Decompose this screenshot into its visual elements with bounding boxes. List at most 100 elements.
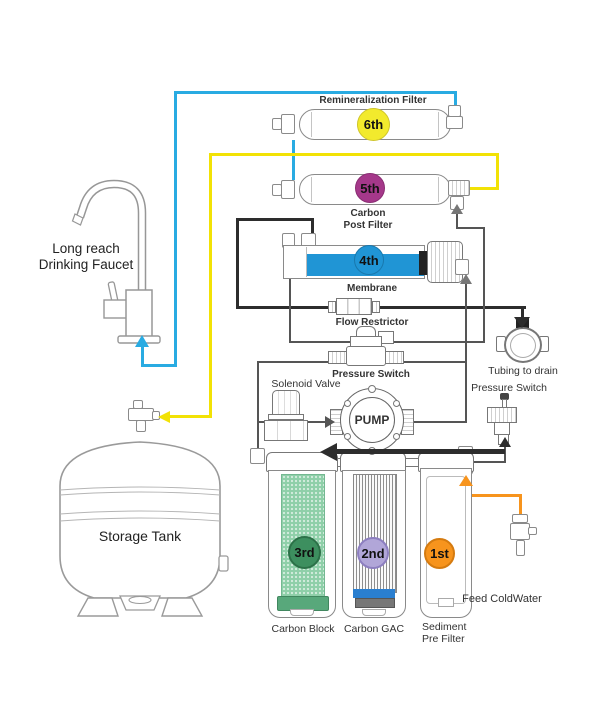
sediment-pre-filter-label: Sediment Pre Filter [422, 621, 494, 645]
membrane-oring [419, 251, 428, 275]
tube-product-top [174, 91, 457, 94]
stage-badge-6th: 6th [357, 108, 390, 141]
right-pressure-switch-label: Pressure Switch [471, 382, 547, 394]
stage-badge-2nd: 2nd [357, 537, 389, 569]
remineralization-filter-label: Remineralization Filter [319, 95, 427, 106]
pump-bolt-sw [344, 433, 351, 440]
carbon-gac-base [355, 598, 395, 608]
solenoid-coil [272, 390, 300, 416]
feed-valve-stem [516, 540, 525, 556]
flow-restrictor-label: Flow Restrictor [335, 317, 409, 328]
tube-tank-riser [209, 153, 212, 418]
flow-direction-arrow-head [320, 443, 337, 461]
sediment-label-line1: Sediment [422, 621, 467, 633]
pump-body: PUMP [349, 397, 395, 443]
remin-fitting-right [446, 116, 463, 129]
tube-tank-to-postfilter [466, 187, 499, 190]
tubing-to-drain-label: Tubing to drain [488, 365, 558, 377]
tube-product-left-drop [174, 91, 177, 367]
arrow-to-drain [514, 317, 530, 328]
faucet-label-line1: Long reach [52, 241, 120, 256]
tube-tank-horiz [170, 415, 212, 418]
stage-badge-5th: 5th [355, 173, 385, 203]
housing-foot-2nd [362, 609, 386, 616]
sediment-label-line2: Pre Filter [422, 632, 465, 645]
pump-bolt-se [393, 433, 400, 440]
arrow-to-faucet [135, 335, 149, 347]
carbon-gac-label: Carbon GAC [343, 623, 405, 635]
tube-tank-right-drop [496, 153, 499, 190]
faucet-label-line2: Drinking Faucet [38, 257, 134, 272]
flow-direction-arrow-shaft [337, 449, 505, 454]
post-fitting-left-a [281, 180, 295, 199]
tube-flow-restrictor-line [236, 306, 526, 309]
solenoid-valve-label: Solenoid Valve [271, 378, 341, 390]
flow-restrictor-cap-left [328, 301, 336, 313]
mid-ps-body [346, 346, 386, 366]
sediment-base-detail [438, 598, 454, 607]
storage-tank-label: Storage Tank [98, 528, 182, 544]
tube-post-to-remin [292, 140, 295, 180]
arrow-to-membrane [460, 274, 472, 284]
post-fitting-left-b [272, 184, 282, 196]
tube-feed-run [464, 494, 522, 497]
tube-conc-left [236, 218, 239, 309]
remin-fitting-left-b [272, 118, 282, 130]
housing-left-elbow [250, 448, 265, 464]
drain-saddle-inner [510, 333, 536, 358]
stage-badge-3rd: 3rd [288, 536, 321, 569]
stage-badge-1st: 1st [424, 538, 455, 569]
flow-restrictor-cap-right [372, 301, 380, 313]
membrane-cap-seam [306, 247, 307, 277]
tube-product-drop-right [454, 91, 457, 111]
arrow-feed-in [459, 475, 473, 486]
post-fitting-right [448, 180, 470, 196]
drinking-faucet [71, 179, 161, 344]
solenoid-body [264, 420, 308, 441]
tube-feed-riser [519, 494, 522, 517]
tube-tank-top [209, 153, 499, 156]
arrow-to-right-ps [499, 437, 511, 447]
membrane-label: Membrane [346, 283, 397, 294]
pump-bolt-ne [393, 400, 400, 407]
faucet-label: Long reach Drinking Faucet [22, 241, 150, 273]
solenoid-lip [268, 414, 304, 420]
tube-product-bottom [141, 364, 177, 367]
right-ps-nub [500, 393, 509, 400]
arrow-to-pump [325, 416, 335, 428]
carbon-gac-cartridge [353, 474, 397, 593]
tube-product-to-faucet [141, 346, 144, 367]
carbon-block-label: Carbon Block [271, 623, 335, 635]
carbon-gac-blue-band [353, 589, 395, 598]
carbon-post-label-line1: Carbon [350, 208, 386, 219]
tube-pump-out [401, 421, 466, 423]
flow-restrictor-body [336, 298, 372, 315]
tube-conc-elbow-drop [311, 218, 314, 240]
carbon-post-filter-label: Carbon Post Filter [318, 208, 418, 231]
tube-permeate-riser [483, 228, 485, 343]
storage-tank [59, 441, 229, 617]
pump-bolt-nw [344, 400, 351, 407]
tube-right-ps-drop [504, 447, 506, 463]
pump-bolt-top [368, 385, 376, 393]
remin-fitting-left-a [281, 114, 295, 134]
stage-badge-4th: 4th [354, 245, 384, 275]
tube-into-postfilter [456, 214, 458, 229]
tube-membrane-feed-riser [465, 284, 467, 423]
membrane-feed-elbow [455, 259, 469, 275]
tube-drain-drop [521, 306, 524, 318]
right-ps-block [487, 407, 517, 423]
mid-ps-fitting-left [328, 351, 347, 364]
tube-permeate-drop [289, 249, 291, 343]
arrow-to-postfilter [451, 204, 463, 214]
tube-conc-top [236, 218, 314, 221]
housing-cap-2nd [340, 452, 406, 472]
feed-valve-handle [528, 527, 537, 535]
feed-valve-body [510, 523, 530, 540]
carbon-post-label-line2: Post Filter [343, 219, 393, 231]
mid-pressure-switch-label: Pressure Switch [332, 369, 410, 380]
feed-coldwater-label: Feed ColdWater [462, 593, 542, 605]
housing-foot-3rd [290, 609, 314, 616]
tube-permeate-jog [456, 227, 485, 229]
